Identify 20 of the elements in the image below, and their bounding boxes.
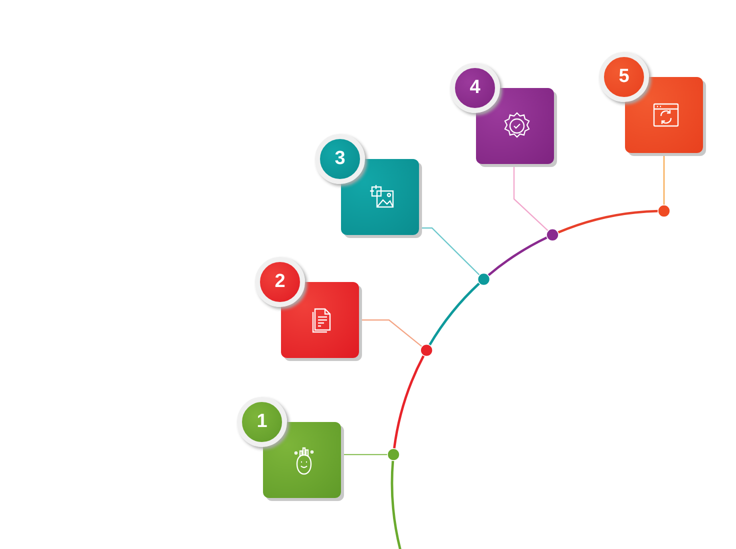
timeline-dot (387, 448, 400, 461)
step-number: 3 (334, 148, 346, 170)
timeline-arc (390, 460, 402, 549)
step-number: 1 (256, 411, 268, 433)
timeline-arc (488, 236, 548, 276)
step-number: 4 (470, 77, 480, 99)
timeline-arc (558, 210, 658, 234)
step-number: 2 (274, 271, 286, 293)
connector-line (513, 164, 549, 232)
connector-line (419, 227, 480, 276)
timeline-arc (428, 282, 480, 346)
timeline-dot (658, 204, 670, 218)
connector-line (359, 319, 422, 347)
connector-line (663, 153, 665, 205)
connector-line (341, 454, 388, 456)
step-number: 5 (618, 66, 630, 88)
timeline-dot (420, 344, 433, 357)
timeline-dot (546, 228, 559, 242)
timeline-arc (393, 355, 425, 449)
timeline-dot (477, 272, 490, 286)
